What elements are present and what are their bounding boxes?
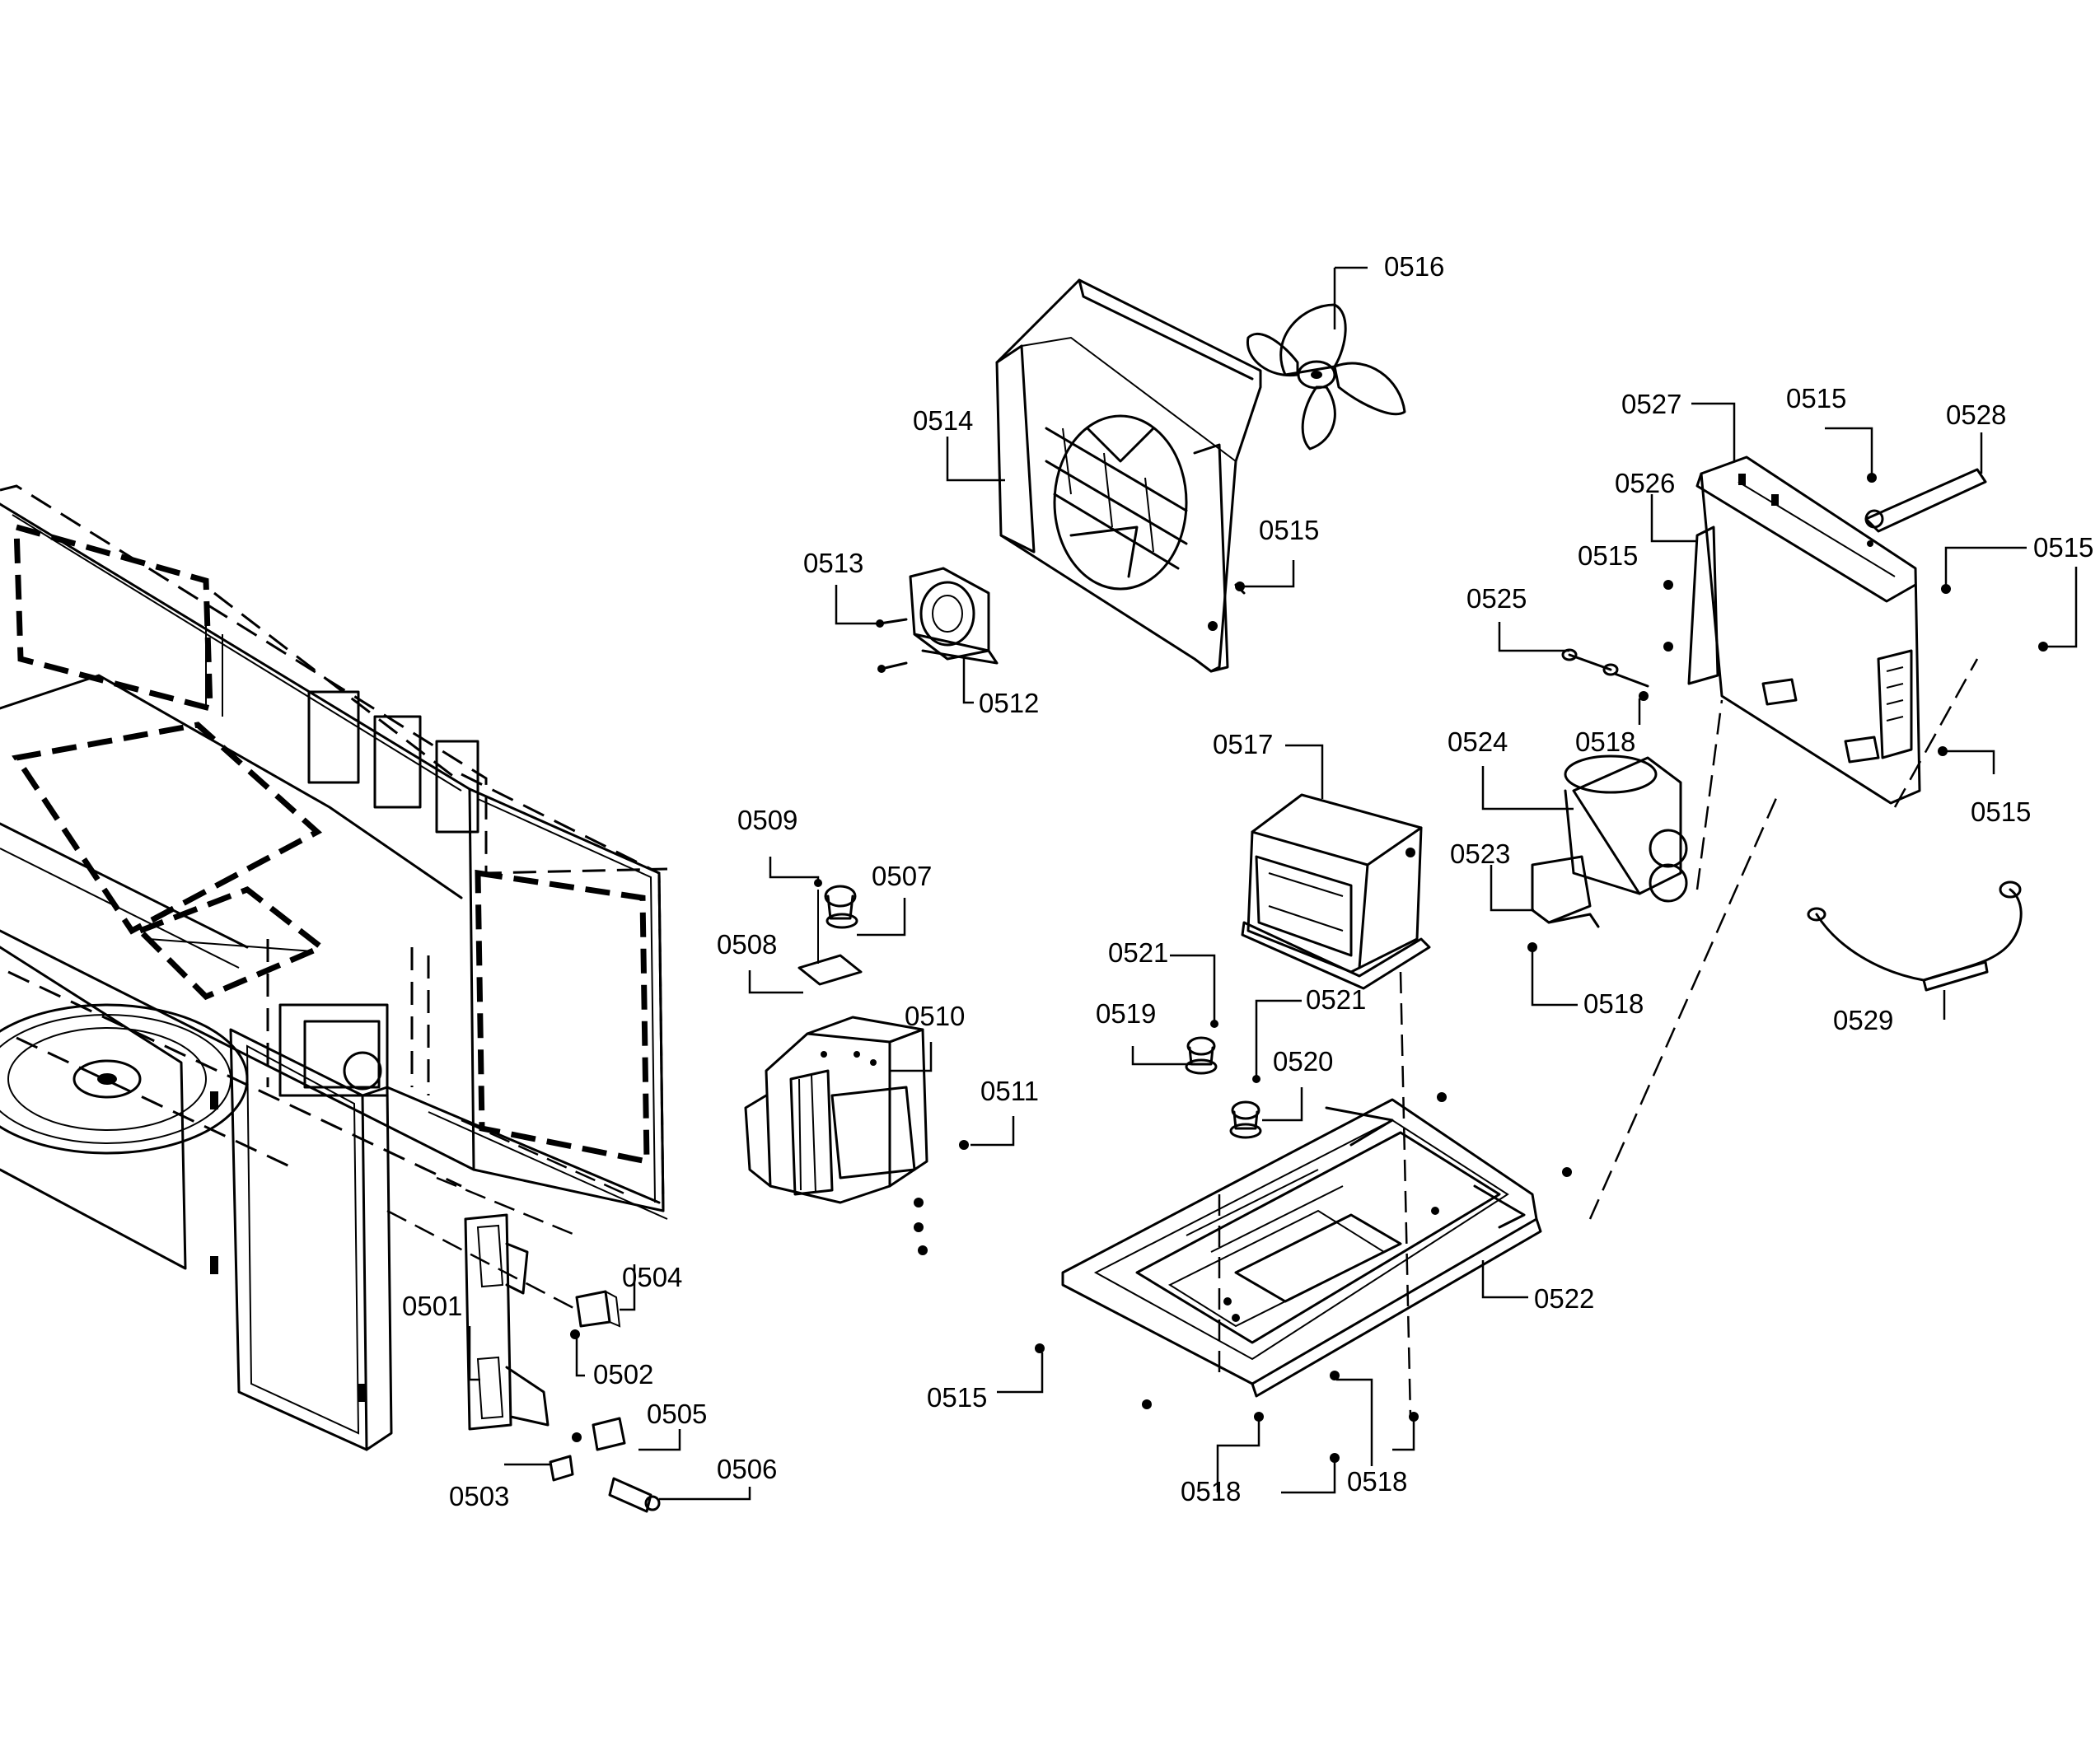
callout-0508: 0508 — [717, 929, 777, 960]
callout-0518-base-right: 0518 — [1347, 1466, 1407, 1497]
callout-0502: 0502 — [593, 1359, 653, 1390]
callout-0516: 0516 — [1384, 251, 1444, 282]
base-plate — [1061, 1098, 1542, 1398]
callout-0520: 0520 — [1273, 1046, 1333, 1077]
callout-0518-base-left: 0518 — [1181, 1476, 1241, 1506]
callout-0504: 0504 — [622, 1262, 682, 1292]
callout-0501: 0501 — [402, 1291, 462, 1321]
callout-0505: 0505 — [647, 1399, 707, 1429]
callout-0512: 0512 — [979, 688, 1039, 718]
callout-0522: 0522 — [1534, 1283, 1594, 1314]
callout-0523: 0523 — [1450, 838, 1510, 869]
callout-0517: 0517 — [1213, 729, 1273, 759]
callout-0510: 0510 — [905, 1001, 965, 1031]
leader-lines — [468, 266, 2078, 1501]
callout-0518-bracket: 0518 — [1575, 726, 1635, 757]
callout-0527: 0527 — [1621, 389, 1681, 419]
callout-0509: 0509 — [737, 805, 797, 835]
callout-0515-top: 0515 — [1259, 515, 1319, 545]
fan-blade — [1246, 303, 1406, 451]
magnetron-assembly — [744, 879, 969, 1255]
callout-0521-upper: 0521 — [1108, 937, 1168, 968]
callout-0515-lower-right: 0515 — [1971, 796, 2031, 827]
callout-0514: 0514 — [913, 405, 973, 436]
air-guide-fan-assembly — [876, 278, 1406, 673]
callout-0526: 0526 — [1615, 468, 1675, 498]
callout-0503: 0503 — [449, 1481, 509, 1511]
callout-0513: 0513 — [803, 548, 863, 578]
callout-0506: 0506 — [717, 1454, 777, 1484]
wire-harness — [1807, 880, 2023, 992]
callout-0529: 0529 — [1833, 1005, 1893, 1035]
callout-0524: 0524 — [1448, 726, 1508, 757]
callout-0515-base: 0515 — [927, 1382, 987, 1413]
callout-0511: 0511 — [980, 1076, 1039, 1106]
callout-0528: 0528 — [1946, 399, 2006, 430]
callout-0521-lower: 0521 — [1306, 984, 1366, 1015]
door-interlock-assembly — [386, 1209, 661, 1513]
thermostats — [1185, 1020, 1262, 1139]
hv-transformer — [1241, 793, 1431, 990]
base-screws — [1035, 1092, 1572, 1463]
callout-0507: 0507 — [872, 861, 932, 891]
callout-0518-capacitor: 0518 — [1583, 988, 1644, 1019]
callout-0525: 0525 — [1466, 583, 1527, 614]
callout-labels: 0501 0502 0503 0504 0505 0506 0507 0508 … — [402, 251, 2093, 1511]
hv-capacitor — [1527, 754, 1688, 952]
oven-cavity-assembly — [0, 484, 668, 1451]
callout-0515-left: 0515 — [1578, 540, 1638, 571]
callout-0515-upper: 0515 — [1786, 383, 1846, 413]
callout-0519: 0519 — [1096, 998, 1156, 1029]
callout-0515-right: 0515 — [2033, 532, 2093, 563]
